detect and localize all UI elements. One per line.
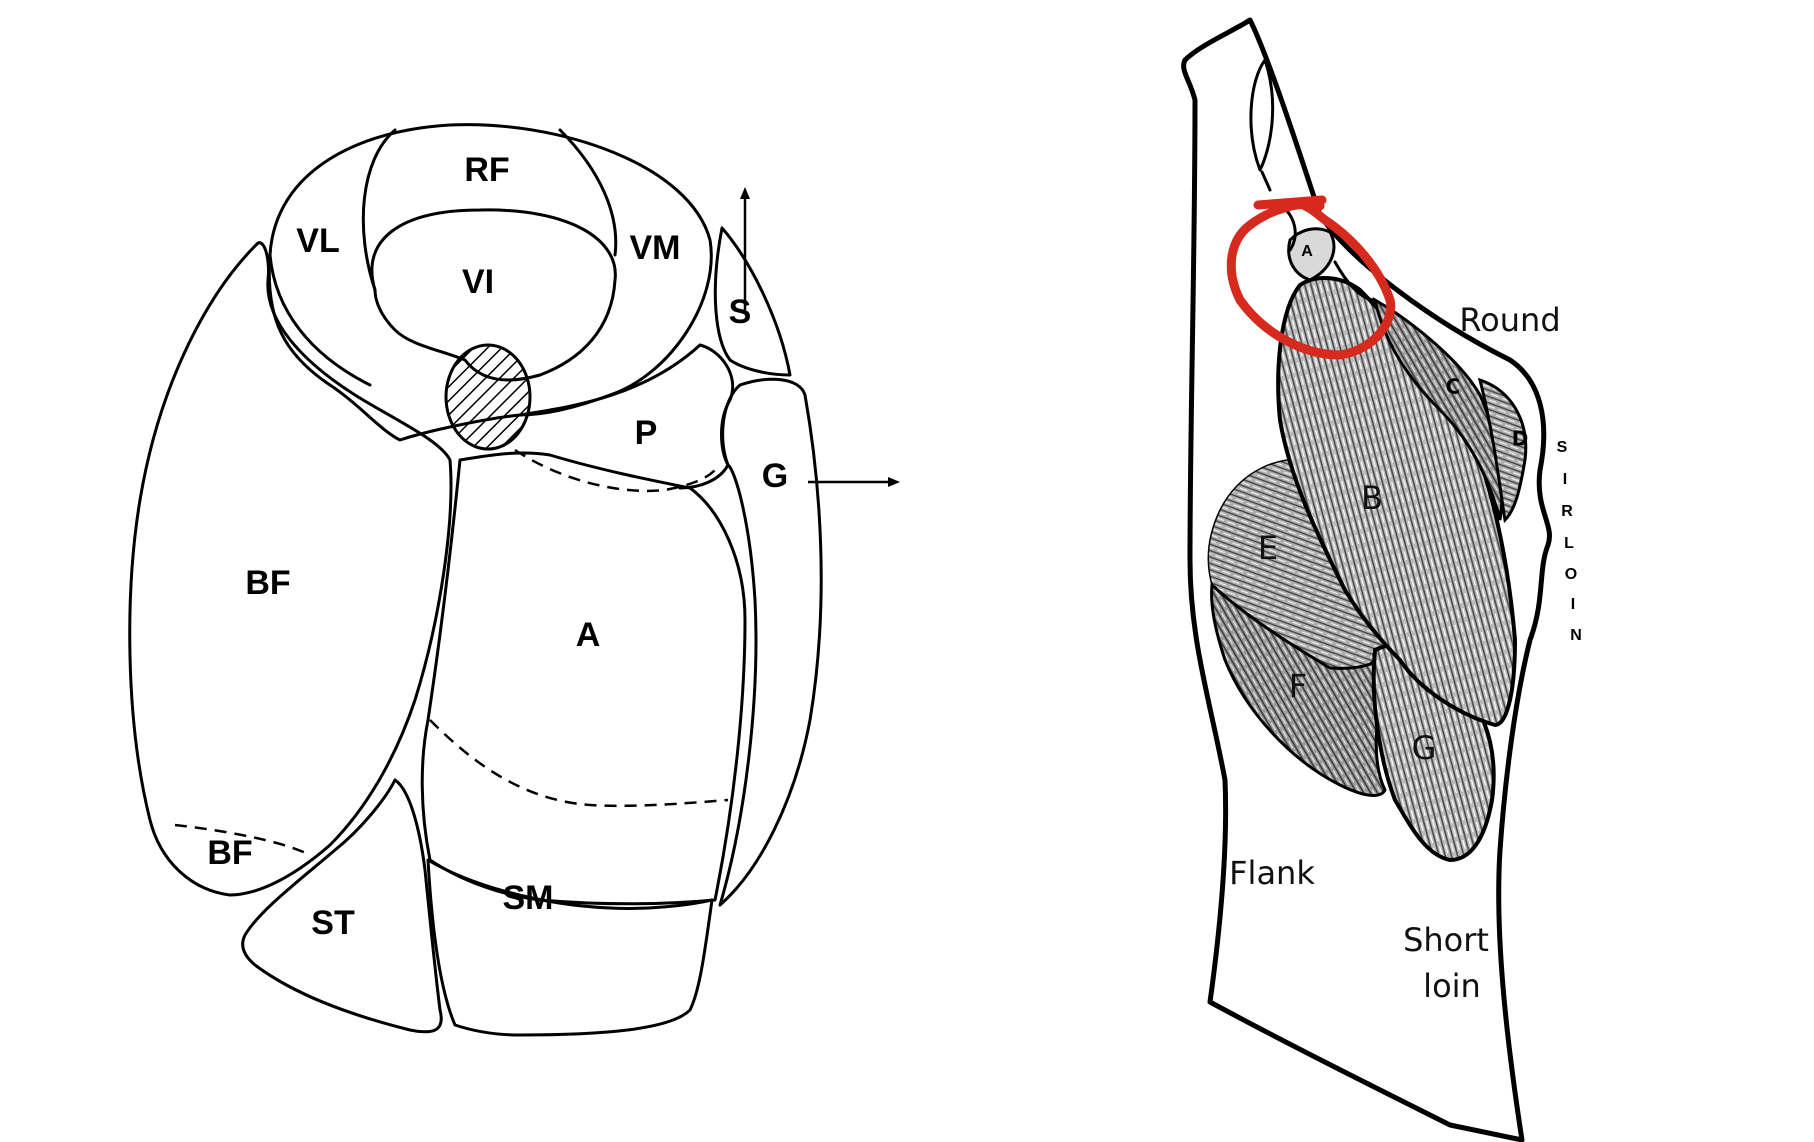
label-round: Round [1459,301,1560,339]
label-g: G [762,457,788,495]
muscle-d [1477,377,1528,524]
vl-inner-line [268,253,372,387]
p-a-dash [514,448,716,493]
sirloin-vertical-label: S I R L O I N [1557,439,1582,644]
top-loop-stem [1260,170,1272,192]
label-rf: RF [464,151,509,189]
st-muscle-outline [241,778,443,1034]
p-muscle-outline [518,343,735,490]
bf-divider-dash [174,823,311,857]
femur-bone [444,343,532,451]
label-muscle-e: E [1258,529,1278,567]
muscle-f [1210,581,1397,797]
sirloin-letter: I [1563,471,1567,488]
bf-muscle-outline [128,241,453,897]
sirloin-letter: O [1565,566,1577,583]
muscle-c [1372,297,1504,521]
right-carcass-diagram: A B C D E F G Round Flank Short loin S I… [1181,17,1582,1142]
label-short-loin-2: loin [1423,967,1481,1005]
label-vm: VM [630,229,681,267]
label-muscle-g: G [1412,729,1437,767]
left-cross-section-diagram: RF VL VI VM S P G BF A BF ST SM [128,123,900,1037]
label-muscle-f: F [1289,667,1307,705]
a-sm-dash [429,719,729,808]
red-highlight-circle [1226,195,1396,360]
sirloin-letter: N [1570,627,1582,644]
sirloin-letter: L [1564,535,1574,552]
label-sm: SM [503,879,554,917]
label-flank: Flank [1229,854,1315,892]
label-short-loin-1: Short [1403,921,1489,959]
label-muscle-c: C [1446,375,1461,399]
vi-boundary [370,208,617,382]
sirloin-letter: I [1571,596,1575,613]
sm-muscle-outline [426,858,714,1037]
label-a: A [576,616,601,654]
label-p: P [635,414,658,452]
divider-line-2 [1333,260,1377,302]
label-s: S [729,293,752,331]
label-muscle-b: B [1361,479,1383,517]
label-vl: VL [296,222,339,260]
label-bf-main: BF [245,564,290,602]
rf-boundary-right [558,128,618,257]
rf-boundary [361,128,397,292]
s-arrow-head [740,187,750,199]
top-loop [1249,58,1275,172]
s-muscle-outline [713,226,792,377]
sirloin-letter: S [1557,439,1568,456]
label-st: ST [311,904,355,942]
label-vi: VI [462,263,494,301]
label-bf-small: BF [207,834,252,872]
g-arrow-head [888,477,900,487]
g-muscle-outline [718,377,823,907]
label-muscle-d: D [1512,427,1529,451]
label-muscle-a: A [1301,243,1313,260]
sirloin-letter: R [1561,503,1573,520]
muscle-a [1287,227,1336,282]
a-muscle-outline [420,451,747,906]
